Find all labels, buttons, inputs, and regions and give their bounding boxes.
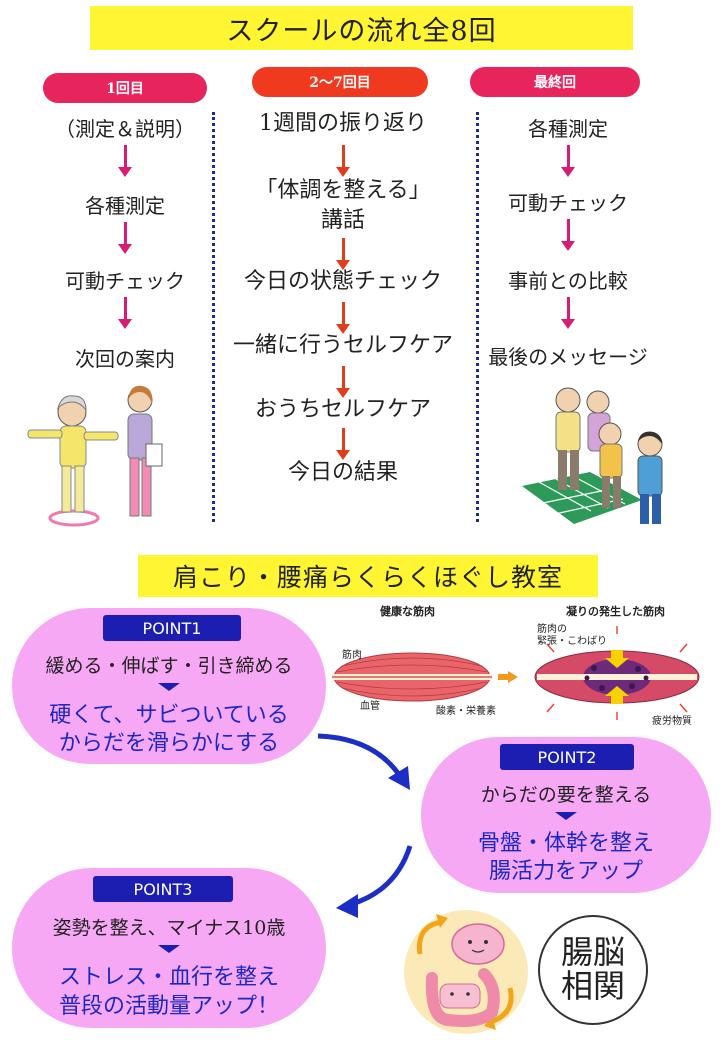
page-title: スクールの流れ全8回 — [90, 6, 633, 50]
final-session-flow: 各種測定 可動チェック 事前との比較 最後のメッセージ — [468, 105, 668, 375]
flow-step: 各種測定 — [85, 194, 165, 218]
fatigue-label: 疲労物質 — [652, 716, 692, 727]
point1-main-line1: 硬くて、サビついている — [49, 703, 289, 728]
flow-step: 1週間の振り返り — [259, 111, 427, 136]
flow-step: 今日の結果 — [287, 460, 398, 485]
point2-subtitle: からだの要を整える — [480, 784, 652, 806]
session2-7-badge: 2～7回目 — [252, 67, 428, 97]
gut-brain-line1: 腸脳 — [560, 933, 625, 972]
final-session-badge: 最終回 — [470, 67, 640, 97]
point2-main-line2: 腸活力をアップ — [488, 859, 643, 884]
point1-down-arrow-icon — [158, 683, 180, 691]
point2-main-line1: 骨盤・体幹を整え — [477, 831, 654, 856]
point2-label: POINT2 — [500, 744, 634, 770]
flow-step: 事前との比較 — [508, 269, 628, 293]
point3-main-line2: 普段の活動量アップ！ — [58, 994, 279, 1019]
flow-step: 最後のメッセージ — [488, 345, 648, 369]
flow-step: 講話 — [320, 208, 365, 233]
column-divider — [476, 112, 479, 522]
session1-flow: （測定＆説明） 各種測定 可動チェック 次回の案内 — [15, 105, 235, 375]
flow-step: 一緒に行うセルフケア — [232, 333, 453, 358]
session2-7-flow: 1週間の振り返り 「体調を整える」 講話 今日の状態チェック 一緒に行うセルフケ… — [228, 105, 458, 505]
flow-step: 可動チェック — [65, 269, 185, 293]
muscle-label: 筋肉 — [342, 650, 362, 661]
point3-down-arrow-icon — [158, 945, 180, 953]
gut-brain-line2: 相関 — [560, 967, 625, 1005]
gut-brain-circle: 腸脳相関 — [538, 915, 648, 1025]
flow-step: おうちセルフケア — [254, 397, 431, 422]
flow-step: 次回の案内 — [75, 347, 175, 371]
flow-step: 各種測定 — [528, 117, 608, 141]
group-celebration-illustration — [522, 387, 663, 524]
tension-label-2: 緊張・こわばり — [537, 636, 607, 647]
oxygen-label: 酸素・栄養素 — [436, 706, 496, 717]
point3-label: POINT3 — [93, 876, 233, 902]
tension-label: 筋肉の — [537, 624, 567, 635]
muscle-diagram — [332, 626, 700, 720]
point2-down-arrow-icon — [555, 812, 577, 820]
column-divider — [212, 112, 215, 522]
session1-badge: 1回目 — [43, 73, 207, 103]
healthy-muscle-title: 健康な筋肉 — [380, 605, 435, 618]
point1-main-line2: からだを滑らかにする — [58, 731, 280, 756]
flow-step: 可動チェック — [508, 191, 628, 215]
gut-brain-illustration — [404, 910, 528, 1034]
point3-main-line1: ストレス・血行を整え — [58, 965, 279, 990]
flow-step: 「体調を整える」 — [255, 178, 431, 203]
flow-step: （測定＆説明） — [55, 117, 195, 141]
flow-step: 今日の状態チェック — [243, 269, 442, 294]
elderly-exercise-illustration — [27, 385, 163, 527]
point1-subtitle: 緩める・伸ばす・引き締める — [45, 655, 293, 677]
curved-arrow-icon — [317, 733, 410, 790]
stiff-muscle-title: 凝りの発生した筋肉 — [566, 605, 665, 618]
vessel-label: 血管 — [360, 701, 380, 712]
class-title: 肩こり・腰痛らくらくほぐし教室 — [138, 555, 598, 597]
point3-subtitle: 姿勢を整え、マイナス10歳 — [52, 917, 286, 939]
curved-arrow-icon — [336, 845, 413, 918]
point1-label: POINT1 — [103, 615, 241, 641]
